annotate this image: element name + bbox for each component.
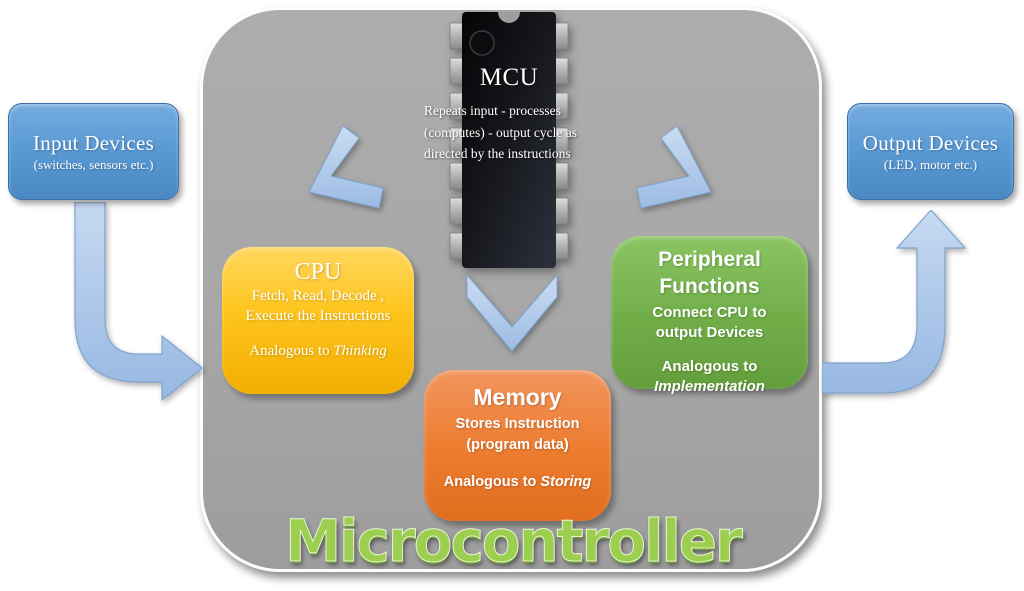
mcu-chip-image (449, 12, 569, 268)
memory-box: Memory Stores Instruction (program data)… (424, 370, 611, 521)
cpu-body: Fetch, Read, Decode , Execute the Instru… (245, 288, 391, 325)
memory-title: Memory (473, 384, 562, 410)
cpu-title: CPU (294, 259, 342, 285)
microcontroller-logo: Microcontroller (285, 507, 744, 576)
cpu-box: CPU Fetch, Read, Decode , Execute the In… (222, 247, 414, 394)
peripheral-title: Peripheral Functions (658, 248, 761, 299)
peripheral-body: Connect CPU to output Devices (652, 303, 767, 341)
mcu-to-peripheral-chevron (636, 125, 712, 209)
cpu-analogy: Analogous to Thinking (249, 342, 387, 359)
input-devices-box: Input Devices (switches, sensors etc.) (8, 103, 179, 200)
output-devices-subtitle: (LED, motor etc.) (883, 156, 978, 172)
input-devices-title: Input Devices (32, 130, 155, 155)
memory-body: Stores Instruction (program data) (455, 416, 580, 454)
mcu-to-memory-chevron (466, 273, 558, 352)
peripheral-analogy: Analogous to Implementation (654, 358, 765, 396)
memory-analogy: Analogous to Storing (443, 474, 592, 491)
output-devices-title: Output Devices (862, 130, 999, 155)
peripheral-functions-box: Peripheral Functions Connect CPU to outp… (611, 236, 808, 395)
output-devices-box: Output Devices (LED, motor etc.) (847, 103, 1014, 200)
output-flow-arrow (822, 210, 967, 394)
input-flow-arrow (74, 202, 203, 402)
mcu-label: MCU (479, 64, 539, 91)
mcu-description: Repeats input - processes (computes) - o… (424, 103, 577, 162)
input-devices-subtitle: (switches, sensors etc.) (33, 156, 154, 172)
mcu-to-cpu-chevron (308, 125, 384, 209)
